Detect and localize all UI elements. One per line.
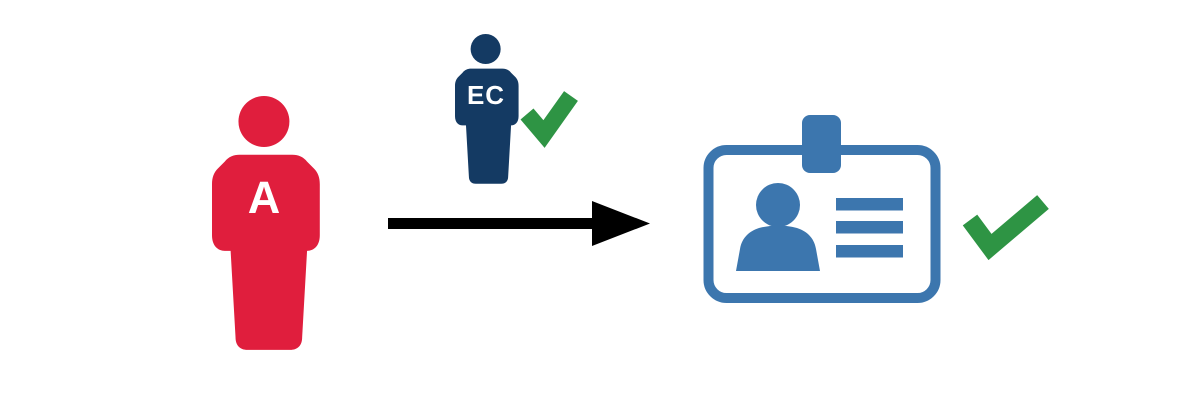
id-card-text-line bbox=[836, 221, 903, 234]
applicant-label: A bbox=[248, 172, 281, 223]
arrow-right-icon bbox=[388, 201, 650, 246]
id-card-photo-head-icon bbox=[756, 183, 800, 227]
id-card-photo-bust-icon bbox=[736, 225, 820, 271]
id-card-text-line bbox=[836, 198, 903, 211]
card-approved-checkmark-icon bbox=[962, 195, 1049, 261]
endorser-person-icon: EC bbox=[455, 34, 578, 184]
id-card-icon bbox=[703, 115, 941, 303]
applicant-person-icon: A bbox=[212, 96, 320, 350]
endorser-label: EC bbox=[467, 80, 505, 110]
id-card-text-line bbox=[836, 245, 903, 258]
endorser-checkmark-icon bbox=[520, 91, 578, 148]
id-card-clip-icon bbox=[802, 115, 841, 173]
